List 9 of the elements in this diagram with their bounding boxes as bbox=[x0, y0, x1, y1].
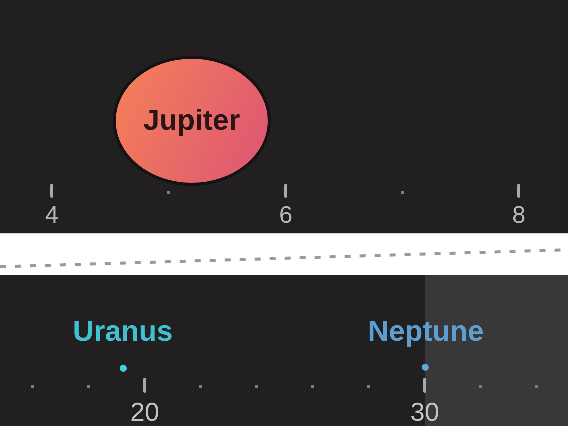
tick-label: 20 bbox=[130, 399, 160, 425]
tick-label: 4 bbox=[45, 204, 59, 228]
planet-name: Jupiter bbox=[144, 106, 240, 136]
planet-label: Uranus bbox=[73, 318, 173, 347]
tick-label: 8 bbox=[512, 204, 526, 228]
tick-label: 30 bbox=[410, 399, 440, 425]
planet-label: Neptune bbox=[368, 318, 484, 347]
tick-label: 6 bbox=[279, 204, 293, 228]
planet-ellipse bbox=[113, 56, 271, 186]
